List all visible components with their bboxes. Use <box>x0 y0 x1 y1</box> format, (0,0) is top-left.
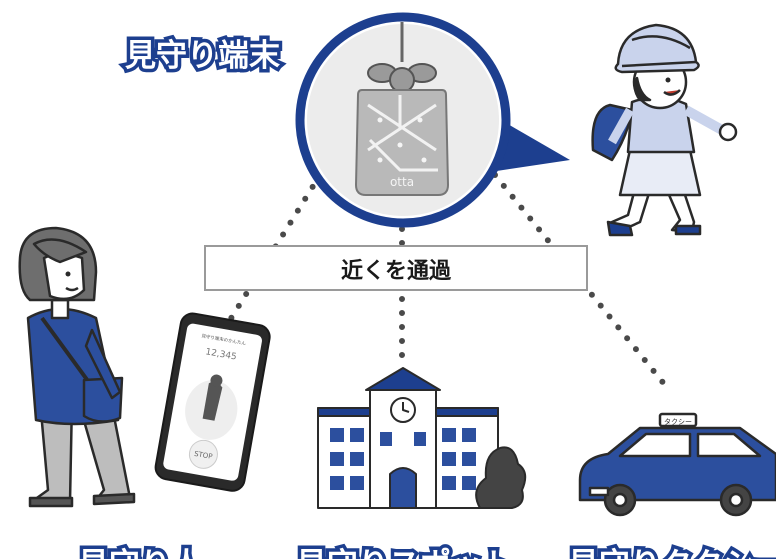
device-callout: otta <box>295 12 570 228</box>
bottom-labels: 見守り人 見守りスポット 見守りタクシー <box>75 544 776 559</box>
device-pattern <box>367 95 438 172</box>
school-illustration <box>317 367 527 509</box>
label-watcher-taxi: 見守りタクシー <box>568 547 776 559</box>
smartphone-illustration: 見守り端末のかんたん 12,345 STOP <box>154 312 271 492</box>
label-watcher-person: 見守り人 <box>78 547 202 559</box>
phone-stop-button <box>188 439 218 469</box>
device-knot <box>367 63 437 93</box>
child-illustration <box>591 23 738 237</box>
taxi-illustration: タクシー <box>578 412 776 517</box>
device-title: 見守り端末 <box>125 38 280 74</box>
label-watcher-spot: 見守りスポット <box>296 547 513 559</box>
guardian-illustration <box>18 226 136 508</box>
connector-to-taxi <box>492 172 668 388</box>
device-dots <box>377 117 427 163</box>
school-windows <box>330 428 476 490</box>
center-label: 近くを通過 <box>341 258 452 284</box>
taxi-sign: タクシー <box>664 417 692 426</box>
device-brand: otta <box>390 175 414 189</box>
phone-stop-label: STOP <box>193 450 213 461</box>
center-label-box: 近くを通過 <box>204 245 588 291</box>
